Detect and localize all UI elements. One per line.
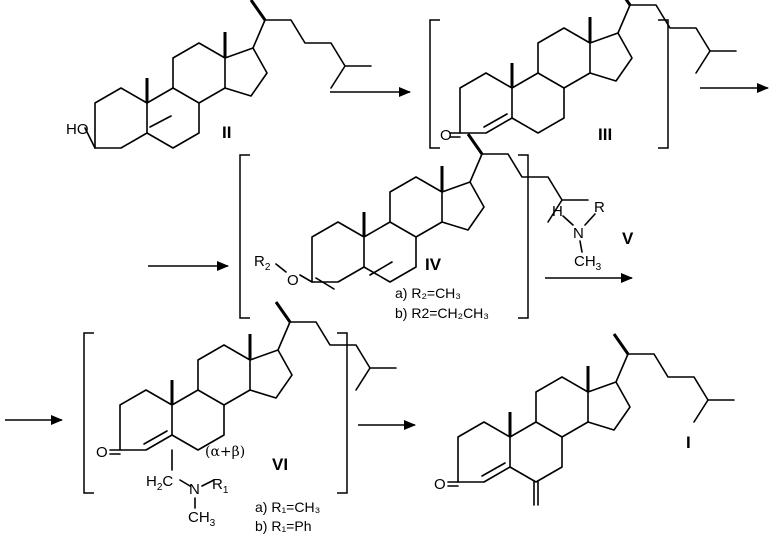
ether-group: R2 bbox=[254, 253, 271, 273]
variant-a: a) R₂=CH₃ bbox=[395, 285, 461, 301]
reagent-r: R bbox=[594, 199, 605, 216]
n-methyl: CH3 bbox=[188, 509, 216, 529]
compound-label-III: III bbox=[598, 125, 612, 144]
hydroxyl-label: HO bbox=[66, 121, 89, 138]
reagent-methyl: CH3 bbox=[574, 253, 602, 273]
compound-label-V: V bbox=[622, 229, 634, 248]
ketone-oxygen: O bbox=[434, 476, 446, 493]
left-bracket bbox=[240, 155, 250, 318]
reagent-n: N bbox=[573, 225, 584, 242]
compound-I: O I bbox=[434, 334, 734, 505]
compound-IV: O R2 IV a) R₂=CH₃ b) R2=CH₂CH₃ bbox=[240, 134, 588, 321]
compound-label-IV: IV bbox=[425, 255, 442, 274]
left-bracket bbox=[430, 20, 440, 148]
ether-oxygen: O bbox=[287, 272, 299, 289]
methylene-group: H2C bbox=[146, 473, 173, 493]
variant-b: b) R2=CH₂CH₃ bbox=[395, 305, 489, 321]
reagent-h: H bbox=[552, 203, 563, 220]
compound-VI: O (α+β) VI H2C N R1 CH3 a) R₁=CH₃ b) R₁=… bbox=[84, 302, 396, 534]
variant-b: b) R₁=Ph bbox=[255, 518, 311, 534]
left-bracket bbox=[84, 333, 94, 493]
stereo-note: (α+β) bbox=[205, 444, 245, 460]
compound-II: HO II bbox=[66, 0, 371, 148]
reagent-V: H N R CH3 V bbox=[552, 199, 634, 273]
ketone-oxygen: O bbox=[440, 127, 452, 144]
compound-label-VI: VI bbox=[272, 455, 288, 474]
compound-III: O III bbox=[430, 0, 736, 148]
ketone-oxygen: O bbox=[96, 444, 108, 461]
right-bracket bbox=[658, 20, 668, 148]
compound-label-I: I bbox=[686, 433, 691, 452]
substituent-r1: R1 bbox=[212, 476, 229, 496]
right-bracket bbox=[337, 333, 347, 493]
right-bracket bbox=[518, 155, 528, 318]
amine-nitrogen: N bbox=[189, 481, 200, 498]
variant-a: a) R₁=CH₃ bbox=[255, 499, 320, 515]
compound-label-II: II bbox=[222, 123, 231, 142]
